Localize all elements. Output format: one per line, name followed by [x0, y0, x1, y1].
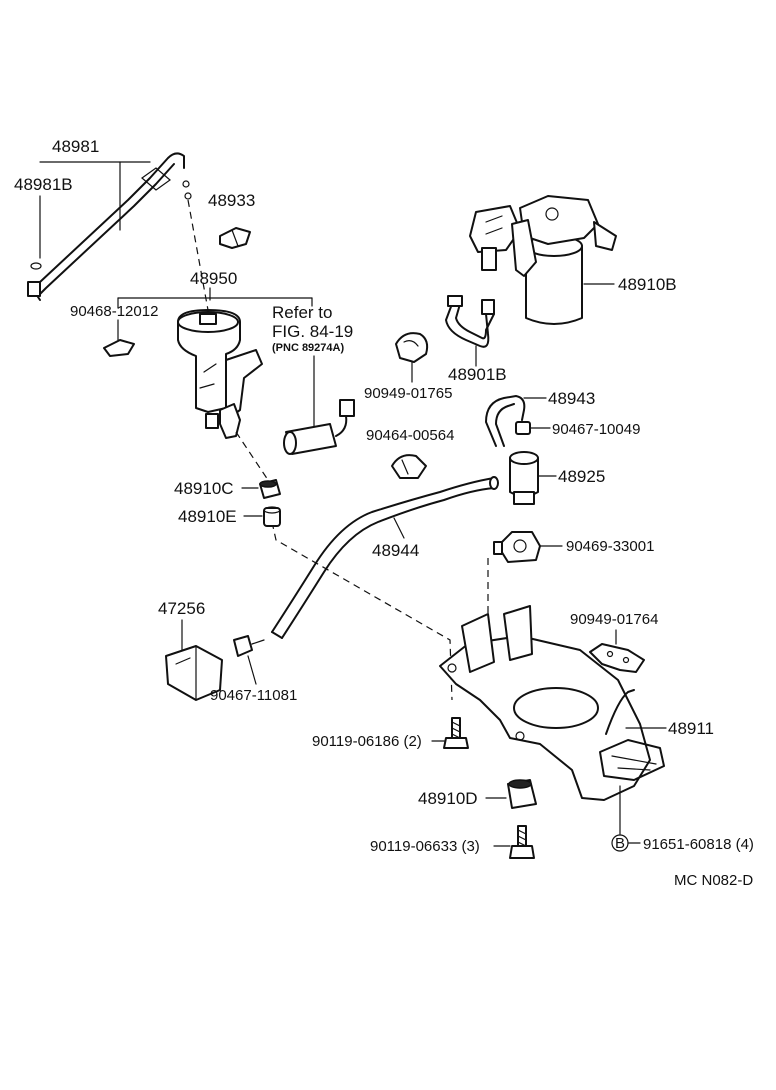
- bracket-90469-33001[interactable]: [493, 531, 541, 563]
- clip-90468-12012[interactable]: [103, 319, 135, 357]
- ring-48981b[interactable]: [30, 262, 42, 270]
- label-90468-12012: 90468-12012: [70, 303, 158, 320]
- tube-48901b[interactable]: [445, 295, 495, 348]
- leader-90467-11081: [247, 655, 257, 685]
- pipe-48981[interactable]: [27, 152, 192, 301]
- label-48910b: 48910B: [618, 275, 677, 294]
- clip-90467-10049[interactable]: [515, 421, 531, 435]
- sensor-connector[interactable]: [283, 355, 355, 455]
- label-48910d: 48910D: [418, 789, 478, 808]
- label-90949-01765: 90949-01765: [364, 385, 452, 402]
- label-48910e: 48910E: [178, 507, 237, 526]
- label-90467-10049: 90467-10049: [552, 421, 640, 438]
- clamp-90464-00564[interactable]: [391, 454, 427, 479]
- bracket-47256[interactable]: [165, 645, 223, 701]
- ref-note-line2: FIG. 84-19: [272, 322, 353, 341]
- label-48910c: 48910C: [174, 479, 234, 498]
- label-48901b: 48901B: [448, 365, 507, 384]
- guide-48950-48910c: [235, 431, 269, 481]
- label-90119-06633: 90119-06633 (3): [370, 838, 480, 855]
- clamp-90949-01764[interactable]: [589, 643, 645, 673]
- label-48933: 48933: [208, 191, 255, 210]
- label-91651-60818: 91651-60818 (4): [643, 836, 754, 853]
- leader-48944: [393, 517, 405, 539]
- label-90464-00564: 90464-00564: [366, 427, 454, 444]
- label-48950: 48950: [190, 269, 237, 288]
- cushion-48910d[interactable]: [507, 779, 537, 809]
- clamp-48933[interactable]: [219, 227, 251, 249]
- label-90119-06186: 90119-06186 (2): [312, 733, 422, 750]
- filter-48925[interactable]: [509, 451, 539, 505]
- cushion-48910e[interactable]: [263, 506, 281, 527]
- cushion-48910c[interactable]: [259, 479, 281, 499]
- actuator-48950[interactable]: [177, 309, 263, 439]
- label-48981b: 48981B: [14, 175, 73, 194]
- label-48981: 48981: [52, 137, 99, 156]
- clip-90467-11081[interactable]: [233, 635, 265, 657]
- drawing-code: MC N082-D: [674, 872, 753, 889]
- marker-b-icon: B: [611, 834, 629, 852]
- clamp-90949-01765[interactable]: [395, 332, 429, 363]
- guide-48981-48950: [187, 199, 209, 311]
- label-90949-01764: 90949-01764: [570, 611, 658, 628]
- ref-note-line1: Refer to: [272, 303, 332, 322]
- bracket-48911[interactable]: [439, 605, 665, 801]
- marker-b-letter: B: [615, 835, 625, 852]
- compressor-48910b[interactable]: [469, 195, 617, 325]
- label-48943: 48943: [548, 389, 595, 408]
- bolt-90119-06186[interactable]: [443, 717, 469, 749]
- label-90469-33001: 90469-33001: [566, 538, 654, 555]
- hose-48943[interactable]: [485, 395, 526, 447]
- label-48925: 48925: [558, 467, 605, 486]
- hose-48944[interactable]: [271, 476, 499, 639]
- bolt-90119-06633[interactable]: [509, 825, 535, 859]
- label-48911: 48911: [668, 719, 714, 738]
- label-90467-11081: 90467-11081: [210, 687, 297, 704]
- label-48944: 48944: [372, 541, 419, 560]
- ref-note-line3: (PNC 89274A): [272, 342, 344, 354]
- label-47256: 47256: [158, 599, 205, 618]
